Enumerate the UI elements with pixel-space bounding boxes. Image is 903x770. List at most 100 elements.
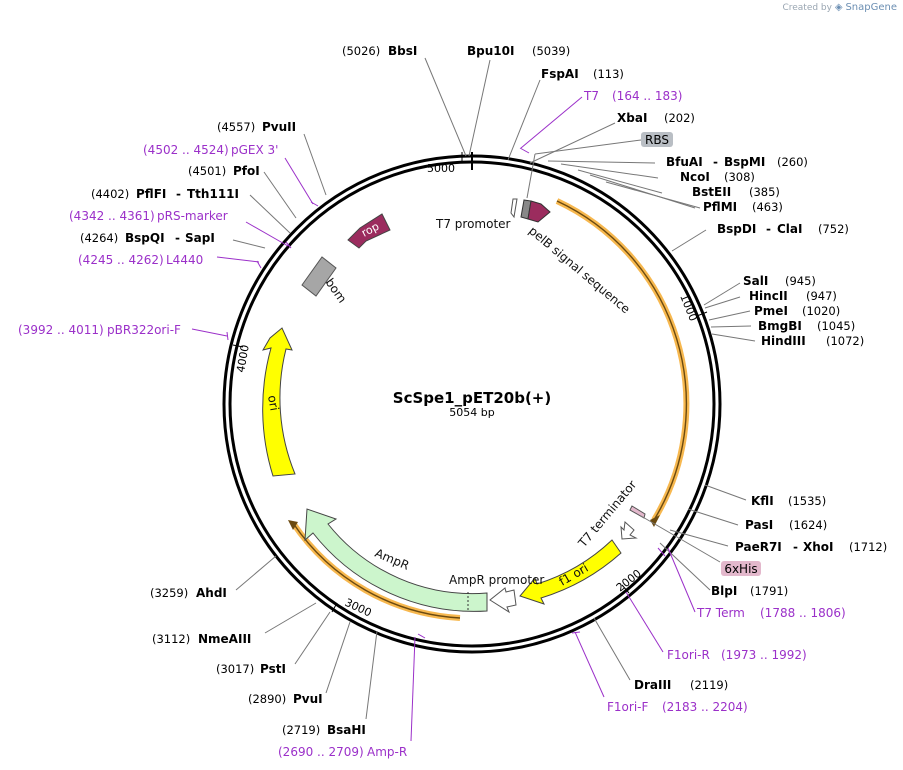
svg-text:(260): (260) <box>777 155 808 169</box>
svg-text:BfuAI: BfuAI <box>666 155 703 169</box>
primer-t7-term[interactable]: T7 Term(1788 .. 1806) <box>696 606 846 620</box>
svg-text:(308): (308) <box>724 170 755 184</box>
svg-text:BlpI: BlpI <box>711 584 737 598</box>
enzyme-ahdi[interactable]: (3259) AhdI <box>150 586 227 600</box>
svg-text:SalI: SalI <box>743 274 768 288</box>
snapgene-logo-icon: ◈ <box>834 2 843 13</box>
svg-text:Tth111I: Tth111I <box>187 187 239 201</box>
svg-text:(4264): (4264) <box>80 231 118 245</box>
enzyme-bspqi-sapi[interactable]: (4264)BspQI-SapI <box>80 231 215 245</box>
svg-text:BspMI: BspMI <box>724 155 765 169</box>
svg-text:AhdI: AhdI <box>196 586 227 600</box>
primer-leader-lines <box>191 96 696 742</box>
svg-text:F1ori-F: F1ori-F <box>607 700 648 714</box>
svg-text:-: - <box>176 187 181 201</box>
enzyme-bsteii[interactable]: BstEII(385) <box>692 185 780 199</box>
primer-t7[interactable]: T7(164 .. 183) <box>583 89 682 103</box>
svg-text:HincII: HincII <box>749 289 788 303</box>
svg-text:BspQI: BspQI <box>125 231 165 245</box>
enzyme-pmei[interactable]: PmeI(1020) <box>754 304 840 318</box>
svg-text:BspDI: BspDI <box>717 222 756 236</box>
svg-text:XhoI: XhoI <box>803 540 834 554</box>
enzyme-blpi[interactable]: BlpI(1791) <box>711 584 788 598</box>
primer-f1ori-f[interactable]: F1ori-F(2183 .. 2204) <box>607 700 748 714</box>
enzyme-nmeaiii[interactable]: (3112)NmeAIII <box>152 632 251 646</box>
enzyme-pvuii[interactable]: (4557)PvuII <box>217 120 296 134</box>
orf-line-ampr <box>292 522 461 619</box>
svg-text:pRS-marker: pRS-marker <box>157 209 228 223</box>
svg-text:(1072): (1072) <box>826 334 864 348</box>
svg-text:(3112): (3112) <box>152 632 190 646</box>
svg-text:(5026): (5026) <box>342 44 380 58</box>
plasmid-length: 5054 bp <box>449 406 494 419</box>
enzyme-pflfi-tth111i[interactable]: (4402)PflFI-Tth111I <box>91 187 239 201</box>
svg-text:(947): (947) <box>806 289 837 303</box>
primer-pgex-3[interactable]: (4502 .. 4524)pGEX 3' <box>143 143 278 157</box>
enzyme-bpu10i[interactable]: Bpu10I(5039) <box>467 44 570 58</box>
enzyme-pasi[interactable]: PasI (1624) <box>745 518 827 532</box>
svg-text:(1020): (1020) <box>802 304 840 318</box>
enzyme-pvui[interactable]: (2890)PvuI <box>248 692 323 706</box>
feature-rop[interactable]: rop <box>347 213 391 249</box>
svg-text:(4245 .. 4262): (4245 .. 4262) <box>78 253 164 267</box>
svg-text:(5039): (5039) <box>532 44 570 58</box>
svg-text:(3259): (3259) <box>150 586 188 600</box>
enzyme-draiii[interactable]: DraIII(2119) <box>634 678 728 692</box>
svg-text:-: - <box>713 155 718 169</box>
svg-text:AmpR promoter: AmpR promoter <box>449 573 544 587</box>
enzyme-kfli[interactable]: KflI(1535) <box>751 494 826 508</box>
feature-ampr-promoter[interactable]: AmpR promoter <box>449 573 544 614</box>
enzyme-pflmi[interactable]: PflMI(463) <box>703 200 783 214</box>
orf-arrowhead-ampr <box>288 520 298 530</box>
enzyme-psti[interactable]: (3017)PstI <box>216 662 286 676</box>
snapgene-watermark: Created by ◈ SnapGene <box>782 2 897 13</box>
svg-text:(2119): (2119) <box>690 678 728 692</box>
primer-prs-marker[interactable]: (4342 .. 4361)pRS-marker <box>69 209 228 223</box>
enzyme-hincii[interactable]: HincII (947) <box>749 289 837 303</box>
feature-rbs-badge[interactable]: RBS <box>526 132 673 199</box>
svg-text:-: - <box>766 222 771 236</box>
leader-lines <box>232 57 756 720</box>
feature-bom[interactable]: bom <box>301 256 350 306</box>
tick-4000: 4000 <box>232 344 252 374</box>
primer-amp-r[interactable]: (2690 .. 2709)Amp-R <box>278 745 407 759</box>
tick-5000: 5000 <box>427 152 463 175</box>
svg-text:-: - <box>175 231 180 245</box>
svg-text:(463): (463) <box>752 200 783 214</box>
feature-6xhis-badge[interactable]: 6xHis <box>640 515 761 576</box>
svg-text:BbsI: BbsI <box>388 44 417 58</box>
feature-f1-ori[interactable]: f1 ori <box>519 539 622 605</box>
enzyme-hindiii[interactable]: HindIII(1072) <box>761 334 864 348</box>
feature-t7-promoter[interactable]: T7 promoter <box>435 198 518 231</box>
feature-t7-terminator[interactable]: T7 terminator <box>575 478 646 551</box>
enzyme-bsahi[interactable]: (2719)BsaHI <box>282 723 366 737</box>
enzyme-fspai[interactable]: FspAI(113) <box>541 67 624 81</box>
svg-text:(1973 .. 1992): (1973 .. 1992) <box>721 648 807 662</box>
feature-pelb-signal-sequence[interactable]: pelB signal sequence <box>520 199 633 316</box>
enzyme-xbai[interactable]: XbaI(202) <box>617 111 695 125</box>
svg-text:bom: bom <box>323 276 350 306</box>
primer-l4440[interactable]: (4245 .. 4262)L4440 <box>78 253 203 267</box>
tick-1000: 1000 <box>677 292 708 323</box>
primer-f1ori-r[interactable]: F1ori-R(1973 .. 1992) <box>667 648 807 662</box>
svg-text:PasI: PasI <box>745 518 773 532</box>
svg-text:pBR322ori-F: pBR322ori-F <box>107 323 181 337</box>
svg-text:(1045): (1045) <box>817 319 855 333</box>
enzyme-sali[interactable]: SalI(945) <box>743 274 816 288</box>
enzyme-bfuai-bspmi[interactable]: BfuAI-BspMI (260) <box>666 155 808 169</box>
svg-text:(2890): (2890) <box>248 692 286 706</box>
feature-ampr[interactable]: AmpR <box>304 508 488 612</box>
enzyme-bbsi[interactable]: (5026) BbsI <box>342 44 417 58</box>
enzyme-pfoi[interactable]: (4501)PfoI <box>188 164 260 178</box>
svg-text:(1624): (1624) <box>789 518 827 532</box>
enzyme-bspdi-clai[interactable]: BspDI-ClaI(752) <box>717 222 849 236</box>
enzyme-paer7i-xhoi[interactable]: PaeR7I-XhoI(1712) <box>735 540 887 554</box>
svg-text:NcoI: NcoI <box>680 170 710 184</box>
svg-text:KflI: KflI <box>751 494 774 508</box>
enzyme-ncoi[interactable]: NcoI (308) <box>680 170 755 184</box>
enzyme-bmgbi[interactable]: BmgBI(1045) <box>758 319 855 333</box>
feature-ori[interactable]: ori <box>261 327 296 477</box>
primer-pbr322ori-f[interactable]: (3992 .. 4011)pBR322ori-F <box>18 323 181 337</box>
svg-text:(3017): (3017) <box>216 662 254 676</box>
